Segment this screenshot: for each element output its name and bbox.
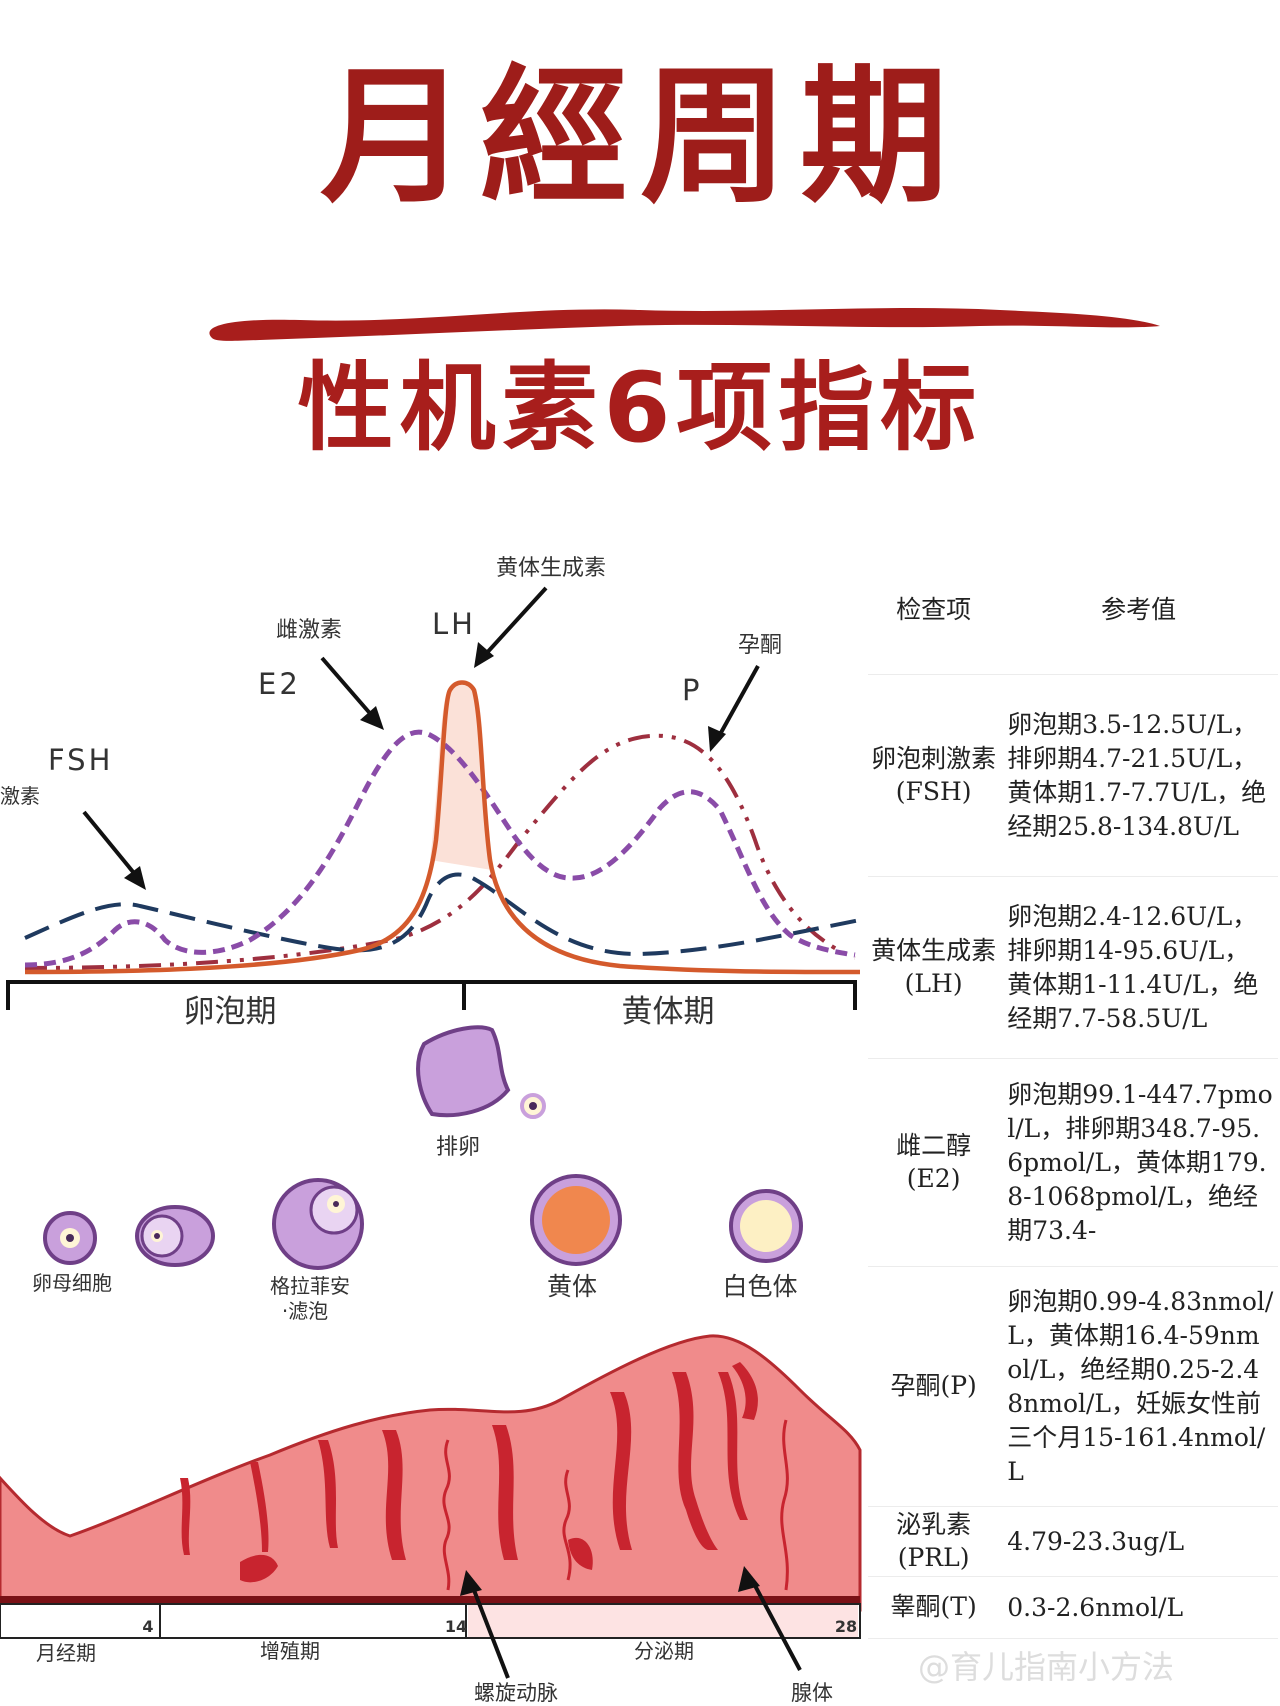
endometrium-tissue (0, 1334, 862, 1612)
reference-table: 检查项 参考值 卵泡刺激素(FSH) 卵泡期3.5-12.5U/L，排卵期4.7… (868, 542, 1278, 1639)
row-value: 卵泡期0.99-4.83nmol/L，黄体期16.4-59nmol/L，绝经期0… (999, 1266, 1278, 1507)
watermark: @育儿指南小方法 (918, 1648, 1175, 1686)
e2-curve (24, 729, 856, 968)
p-arrow (716, 665, 760, 739)
table-row: 睾酮(T) 0.3-2.6nmol/L (868, 1576, 1278, 1639)
day-tick-14: 14 (445, 1617, 467, 1636)
header-item: 检查项 (868, 542, 1000, 675)
graafian-label-1: 格拉菲安 (270, 1274, 350, 1298)
endometrium (0, 1334, 862, 1612)
fsh-curve (24, 872, 861, 957)
spiral-artery-label: 螺旋动脉 (474, 1681, 558, 1705)
corpus-luteum-label: 黄体 (547, 1272, 597, 1301)
phase-bracket-line (6, 980, 857, 1010)
e2-cn-label: 雌激素 (276, 618, 342, 643)
row-value: 卵泡期3.5-12.5U/L，排卵期4.7-21.5U/L，黄体期1.7-7.7… (999, 674, 1278, 877)
table-row: 泌乳素(PRL) 4.79-23.3ug/L (868, 1506, 1278, 1577)
follicle-development: 卵母细胞 格拉菲安 ·滤泡 黄体 白色体 (32, 1174, 803, 1323)
lh-arrowhead (474, 642, 494, 668)
row-item: 黄体生成素(LH) (868, 876, 1000, 1059)
e2-arrow (320, 656, 376, 720)
row-item: 泌乳素(PRL) (868, 1506, 1000, 1577)
row-item: 雌二醇(E2) (868, 1058, 1000, 1267)
row-value: 卵泡期99.1-447.7pmol/L，排卵期348.7-95.6pmol/L，… (999, 1058, 1278, 1267)
row-value: 4.79-23.3ug/L (999, 1506, 1278, 1577)
row-item: 孕酮(P) (868, 1266, 1000, 1507)
e2-label: E2 (258, 667, 301, 701)
p-cn-label: 孕酮 (738, 633, 782, 658)
phase-bracket: 卵泡期 黄体期 (6, 980, 857, 1030)
spiral-arteries (442, 1419, 789, 1591)
lh-arrow (482, 586, 548, 658)
corpus-albicans-label: 白色体 (722, 1272, 797, 1301)
lh-label: LH (432, 607, 476, 641)
ovulation-figure: 排卵 (416, 1025, 546, 1160)
phase-menstrual: 月经期 (36, 1641, 96, 1665)
fsh-label: FSH (48, 743, 113, 777)
title-underline (209, 308, 1160, 341)
lh-cn-label: 黄体生成素 (496, 556, 606, 581)
table-row: 卵泡刺激素(FSH) 卵泡期3.5-12.5U/L，排卵期4.7-21.5U/L… (868, 674, 1278, 877)
page-title: 月經周期 (320, 49, 960, 223)
day-tick-28: 28 (835, 1617, 857, 1636)
gland-label: 腺体 (791, 1681, 833, 1705)
p-label: P (682, 673, 700, 707)
hormone-curves (24, 680, 861, 975)
lh-curve (24, 680, 861, 975)
table-header-row: 检查项 参考值 (868, 542, 1278, 675)
spiral-artery-arrow (470, 1584, 510, 1679)
ruptured-follicle-icon (416, 1025, 511, 1118)
endometrial-glands (180, 1362, 758, 1583)
ovulation-label: 排卵 (436, 1135, 480, 1160)
fsh-arrowhead (124, 866, 146, 890)
spiral-artery-arrowhead (460, 1570, 482, 1596)
basal-layer (0, 1596, 860, 1604)
row-value: 卵泡期2.4-12.6U/L，排卵期14-95.6U/L，黄体期1-11.4U/… (999, 876, 1278, 1059)
menstrual-cycle-diagram: 激素 FSH 雌激素 E2 黄体生成素 LH 孕酮 P 卵泡期 黄体期 排卵 (0, 556, 862, 1705)
phase-secretory: 分泌期 (634, 1639, 694, 1663)
fsh-cn-label: 激素 (0, 784, 40, 808)
table-row: 黄体生成素(LH) 卵泡期2.4-12.6U/L，排卵期14-95.6U/L，黄… (868, 876, 1278, 1059)
row-value: 0.3-2.6nmol/L (999, 1576, 1278, 1639)
proliferative-band (160, 1605, 466, 1637)
table-row: 孕酮(P) 卵泡期0.99-4.83nmol/L，黄体期16.4-59nmol/… (868, 1266, 1278, 1507)
page-subtitle: 性机素6项指标 (297, 352, 983, 464)
e2-arrowhead (360, 706, 384, 730)
day-tick-4: 4 (142, 1617, 153, 1636)
fsh-arrow (82, 810, 140, 880)
day-axis: 4 14 28 月经期 增殖期 分泌期 (0, 1603, 861, 1665)
secretory-band (468, 1605, 858, 1637)
row-item: 卵泡刺激素(FSH) (868, 674, 1000, 877)
progesterone-curve (24, 733, 856, 970)
p-arrowhead (708, 726, 726, 752)
graafian-label-2: ·滤泡 (282, 1299, 328, 1323)
row-item: 睾酮(T) (868, 1576, 1000, 1639)
gland-arrowhead (738, 1566, 760, 1592)
gland-arrow (750, 1579, 802, 1671)
oocyte-label: 卵母细胞 (32, 1271, 112, 1295)
table-row: 雌二醇(E2) 卵泡期99.1-447.7pmol/L，排卵期348.7-95.… (868, 1058, 1278, 1267)
phase-proliferative: 增殖期 (260, 1639, 320, 1663)
endometrium-annotations: 螺旋动脉 腺体 (460, 1566, 833, 1705)
phase-follicular: 卵泡期 (184, 994, 277, 1030)
phase-luteal: 黄体期 (622, 994, 715, 1030)
header-value: 参考值 (999, 542, 1278, 675)
hormone-annotations: 激素 FSH 雌激素 E2 黄体生成素 LH 孕酮 P (0, 556, 782, 890)
